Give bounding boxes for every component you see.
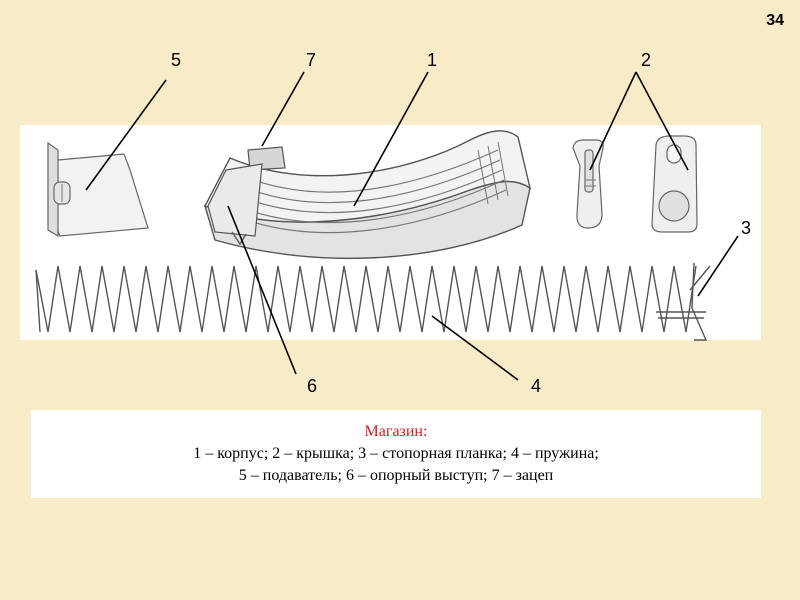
caption-line-2: 5 – подаватель; 6 – опорный выступ; 7 – … (238, 467, 554, 484)
caption-box: Магазин: 1 – корпус; 2 – крышка; 3 – сто… (31, 410, 761, 498)
callout-4: 4 (531, 376, 541, 396)
leader-lines (85, 71, 739, 381)
caption-title: Магазин: (364, 423, 428, 440)
spring (35, 265, 697, 333)
callout-2: 2 (641, 50, 651, 70)
spring-end (35, 269, 41, 333)
callout-5: 5 (171, 50, 181, 70)
callout-6: 6 (307, 376, 317, 396)
cover-part-front (651, 135, 698, 233)
callout-7: 7 (306, 50, 316, 70)
callout-3: 3 (741, 218, 751, 238)
follower-part (47, 141, 149, 238)
callout-1: 1 (427, 50, 437, 70)
cover-part-side (572, 139, 604, 229)
page-number: 34 (766, 12, 784, 29)
magazine-body (203, 130, 532, 259)
caption-line-1: 1 – корпус; 2 – крышка; 3 – стопорная пл… (193, 445, 599, 462)
